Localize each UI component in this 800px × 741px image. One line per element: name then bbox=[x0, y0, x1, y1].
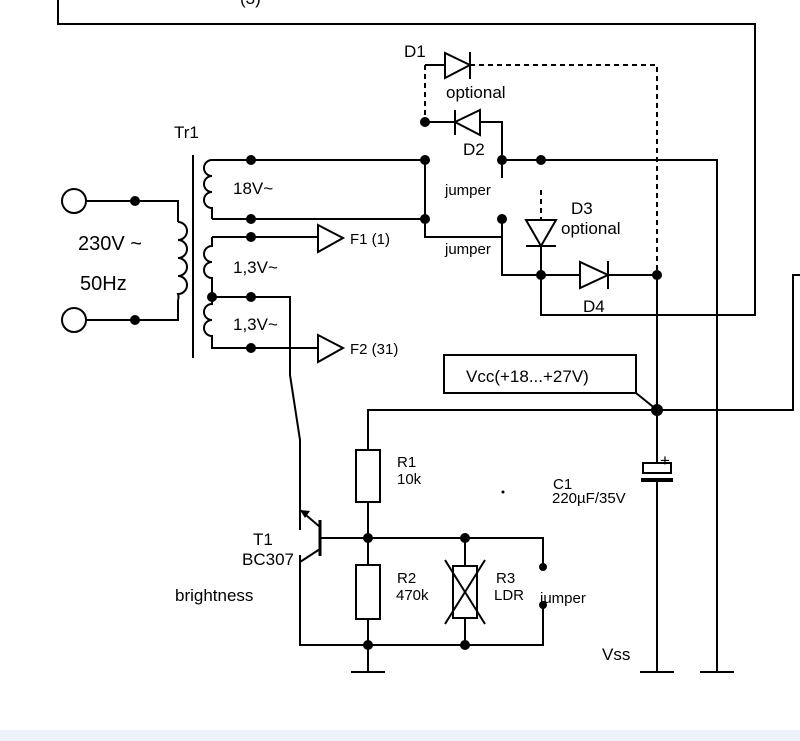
secondary-winding-18v: 18V~ bbox=[203, 155, 426, 224]
r1-label: R1 bbox=[397, 454, 416, 471]
t1-part: BC307 bbox=[242, 550, 294, 569]
output-f1-label: F1 (1) bbox=[350, 231, 390, 248]
d1-label: D1 bbox=[404, 42, 426, 61]
transistor-t1: T1 BC307 brightness bbox=[175, 509, 322, 605]
diode-d4: D4 bbox=[541, 260, 662, 316]
output-f2: F2 (31) bbox=[317, 333, 398, 364]
winding-3-label: 1,3V~ bbox=[233, 315, 278, 334]
r1-value: 10k bbox=[397, 471, 422, 488]
jumper-1: jumper bbox=[424, 160, 503, 199]
bottom-band bbox=[0, 730, 800, 741]
base-node-wire bbox=[320, 537, 544, 564]
secondary-winding-2: 1,3V~ bbox=[203, 232, 318, 302]
primary-coil bbox=[176, 221, 188, 301]
d3-note: optional bbox=[561, 219, 621, 238]
r3-value: LDR bbox=[494, 587, 524, 604]
r2-value: 470k bbox=[396, 587, 429, 604]
c1-plus: + bbox=[660, 451, 670, 470]
output-f1: F1 (1) bbox=[317, 223, 390, 254]
vss-label: Vss bbox=[602, 645, 630, 664]
input-voltage-label: 230V ~ bbox=[78, 233, 142, 255]
resistor-r1: R1 10k bbox=[355, 449, 422, 565]
d2-label: D2 bbox=[463, 140, 485, 159]
bottom-return-wire bbox=[299, 555, 544, 646]
secondary-winding-3: 1,3V~ bbox=[203, 292, 318, 530]
c1-value: 220µF/35V bbox=[552, 490, 626, 507]
jumper-3-label: jumper bbox=[539, 590, 586, 607]
jumper-1-label: jumper bbox=[444, 182, 491, 199]
output-f2-label: F2 (31) bbox=[350, 341, 398, 358]
top-label: (3) bbox=[240, 0, 261, 8]
diode-d2: D2 bbox=[420, 108, 718, 672]
mains-input: 230V ~ 50Hz bbox=[61, 188, 188, 333]
jumper-2: jumper bbox=[420, 214, 541, 276]
diode-d3: D3 optional bbox=[524, 190, 621, 315]
vcc-label: Vcc(+18...+27V) bbox=[466, 367, 589, 386]
d1-note: optional bbox=[446, 83, 506, 102]
vcc-rail: Vcc(+18...+27V) bbox=[367, 275, 663, 463]
c1-label: C1 bbox=[553, 476, 572, 493]
mains-terminal-top bbox=[61, 188, 87, 214]
d4-label: D4 bbox=[583, 297, 605, 316]
vss-rail bbox=[502, 159, 718, 672]
brightness-label: brightness bbox=[175, 586, 253, 605]
top-frame-wire bbox=[57, 0, 756, 316]
input-frequency-label: 50Hz bbox=[80, 273, 127, 295]
vcc-label-box bbox=[443, 354, 637, 394]
transformer-label: Tr1 bbox=[174, 123, 199, 142]
jumper-2-label: jumper bbox=[444, 241, 491, 258]
output-f1-arrow bbox=[317, 223, 346, 254]
d3-label: D3 bbox=[571, 199, 593, 218]
resistor-r2: R2 470k bbox=[351, 564, 429, 673]
winding-2-label: 1,3V~ bbox=[233, 258, 278, 277]
winding-18v-label: 18V~ bbox=[233, 179, 273, 198]
r2-label: R2 bbox=[397, 570, 416, 587]
mains-terminal-bottom bbox=[61, 307, 87, 333]
resistor-r3-ldr: R3 LDR bbox=[444, 538, 524, 645]
r3-label: R3 bbox=[496, 570, 515, 587]
t1-label: T1 bbox=[253, 530, 273, 549]
diode-d1: D1 optional bbox=[404, 42, 658, 275]
right-edge-wire bbox=[657, 274, 800, 411]
transformer-tr1: Tr1 bbox=[174, 123, 199, 358]
output-f2-arrow bbox=[317, 333, 346, 364]
capacitor-c1: + C1 220µF/35V Vss bbox=[552, 451, 734, 673]
